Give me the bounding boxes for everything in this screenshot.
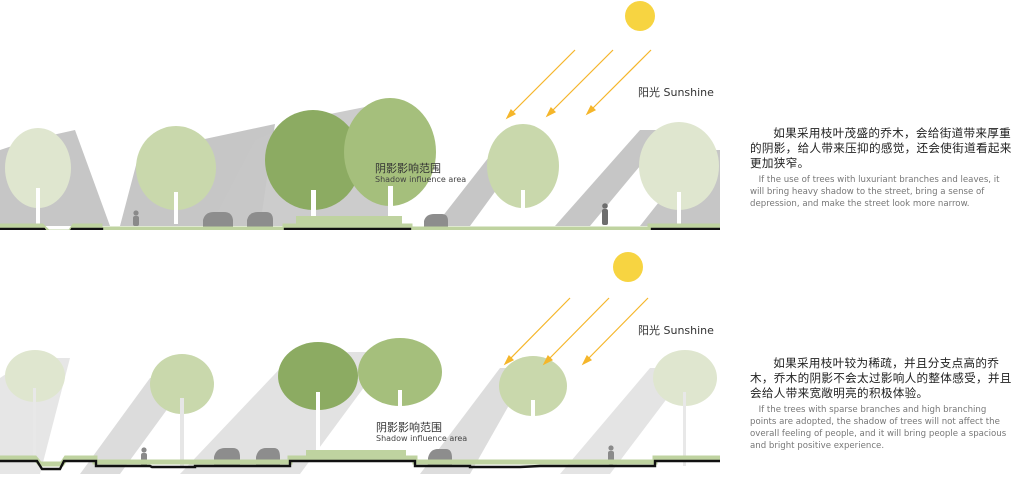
car-icon xyxy=(203,212,233,228)
shadow-area-label: 阴影影响范围 Shadow influence area xyxy=(376,421,467,444)
sun-icon xyxy=(625,1,655,31)
sun-ray-arrow xyxy=(545,49,614,118)
tree-mid xyxy=(499,356,567,466)
shadow-area-label-en: Shadow influence area xyxy=(375,175,467,184)
shadow-area-label-zh: 阴影影响范围 xyxy=(376,421,442,434)
shadow-area-label: 阴影影响范围 Shadow influence area xyxy=(375,162,466,185)
tree-sparse xyxy=(278,342,358,454)
tree-pale xyxy=(653,350,717,466)
shadow-area-label-zh: 阴影影响范围 xyxy=(375,162,441,175)
pedestrian-icon xyxy=(133,210,139,226)
pedestrian-icon xyxy=(602,203,608,225)
tree-mid xyxy=(150,354,214,466)
description-dense: 如果采用枝叶茂盛的乔木，会给街道带来厚重的阴影，给人带来压抑的感觉，还会使街道看… xyxy=(750,126,1012,210)
tree-sparse xyxy=(358,338,442,454)
tree-pale xyxy=(639,122,719,224)
tree-pale xyxy=(5,350,65,466)
planter xyxy=(296,216,402,224)
tree-dense xyxy=(265,110,361,220)
section-diagram-dense: 阳光 Sunshine 阴影影响范围 Shadow influence area xyxy=(0,0,720,230)
sun-ray-arrow xyxy=(503,297,571,366)
sunshine-label: 阳光 Sunshine xyxy=(638,324,714,337)
shadow-area-label-en: Shadow influence area xyxy=(376,434,468,443)
car-icon xyxy=(247,212,273,228)
sunshine-label: 阳光 Sunshine xyxy=(638,86,714,99)
description-zh: 如果采用枝叶较为稀疏，并且分支点高的乔木，乔木的阴影不会太过影响人的整体感受，并… xyxy=(750,356,1012,400)
tree-pale xyxy=(5,128,71,224)
sun-ray-arrow xyxy=(505,49,576,120)
tree-dense xyxy=(344,98,436,220)
shadow-band xyxy=(560,368,690,474)
tree-mid xyxy=(487,124,559,224)
description-en: If the trees with sparse branches and hi… xyxy=(750,405,1007,451)
street-section-dense xyxy=(0,1,720,230)
tree-mid xyxy=(136,126,216,224)
sun-ray-arrow xyxy=(542,297,610,366)
description-zh: 如果采用枝叶茂盛的乔木，会给街道带来厚重的阴影，给人带来压抑的感觉，还会使街道看… xyxy=(750,126,1012,170)
planter xyxy=(306,450,406,458)
ground-line xyxy=(0,459,720,471)
ground-grass xyxy=(0,223,720,230)
sun-ray-arrow xyxy=(581,297,649,366)
section-diagram-sparse: 阳光 Sunshine 阴影影响范围 Shadow influence area xyxy=(0,248,720,478)
sun-ray-arrow xyxy=(585,49,652,116)
description-en: If the use of trees with luxuriant branc… xyxy=(750,175,1000,209)
ground-grass xyxy=(0,455,720,467)
street-section-sparse xyxy=(0,252,720,474)
sun-icon xyxy=(613,252,643,282)
car-icon xyxy=(424,214,448,228)
description-sparse: 如果采用枝叶较为稀疏，并且分支点高的乔木，乔木的阴影不会太过影响人的整体感受，并… xyxy=(750,356,1012,452)
